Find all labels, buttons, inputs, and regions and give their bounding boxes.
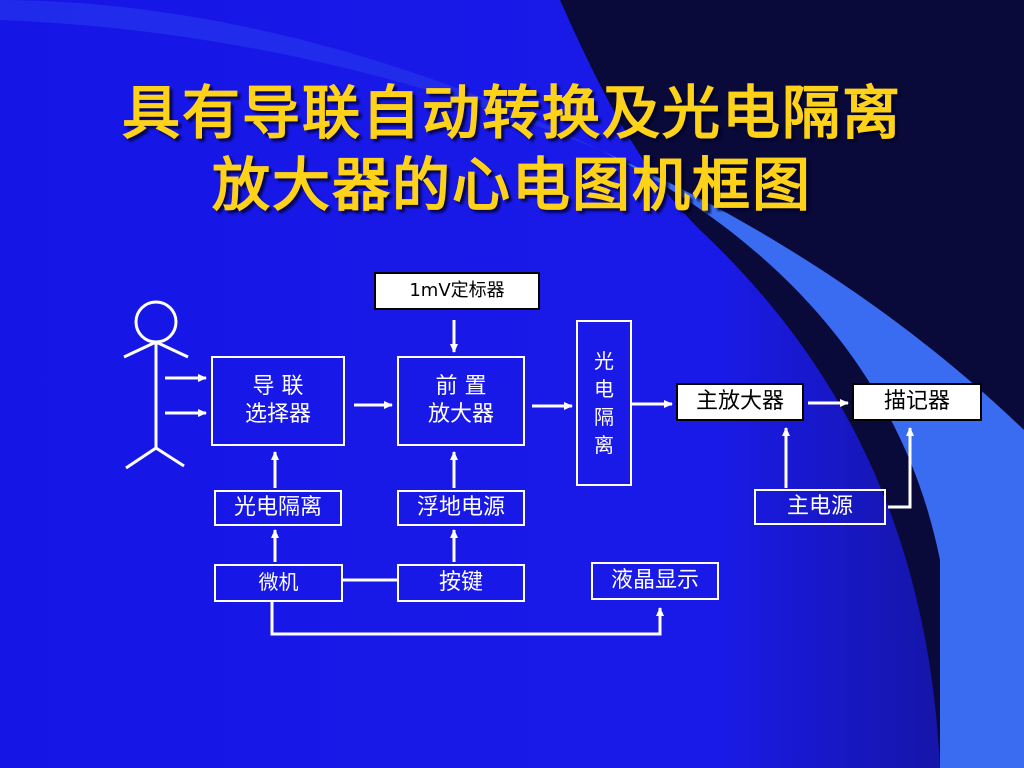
- recorder-block: 描记器: [852, 383, 982, 421]
- microcomputer-block: 微机: [214, 564, 343, 602]
- main-power-block: 主电源: [754, 489, 886, 525]
- lead-selector-block: 导 联 选择器: [211, 356, 345, 446]
- preamp-block: 前 置 放大器: [397, 356, 525, 446]
- title-line-2: 放大器的心电图机框图: [211, 151, 812, 219]
- optical-isolation-block: 光电隔离: [214, 490, 342, 526]
- floating-power-block: 浮地电源: [397, 490, 525, 526]
- person-figure: [123, 300, 189, 470]
- optical-isolation-vertical-block: 光 电 隔 离: [576, 320, 632, 486]
- title-line-1: 具有导联自动转换及光电隔离: [121, 79, 902, 147]
- lcd-display-block: 液晶显示: [591, 562, 719, 600]
- keypad-block: 按键: [397, 564, 525, 602]
- main-amplifier-block: 主放大器: [676, 383, 804, 421]
- calibrator-block: 1mV定标器: [374, 272, 540, 310]
